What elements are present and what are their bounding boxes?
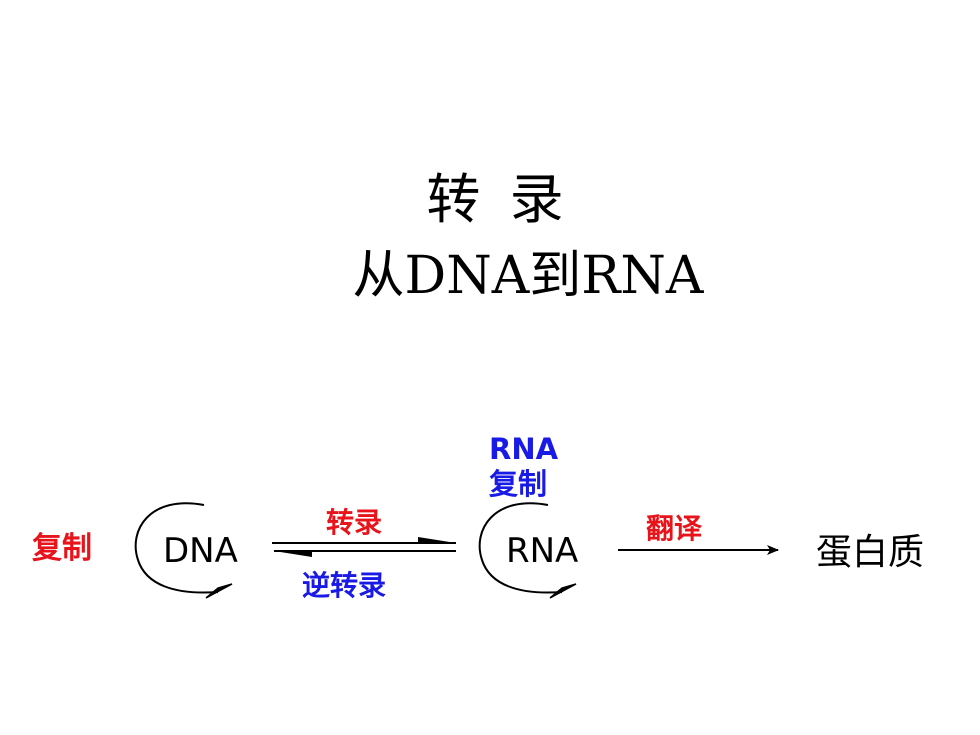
transcription-arrowhead (418, 537, 456, 543)
reverse-transcription-arrowhead (274, 551, 312, 557)
transcription-label: 转录 (326, 506, 382, 539)
dna-replication-arrowhead (205, 583, 233, 599)
dna-node-label: DNA (163, 531, 238, 571)
dna-replication-loop (134, 502, 219, 594)
rna-node-label: RNA (506, 531, 578, 571)
rna-replication-loop (478, 502, 563, 594)
title-line-2: 从DNA到RNA (352, 246, 704, 306)
rna-replication-arrowhead (549, 583, 577, 599)
protein-node-label: 蛋白质 (816, 532, 924, 573)
dna-replication-label: 复制 (32, 531, 92, 566)
translation-label: 翻译 (646, 512, 703, 545)
rna-replication-label-line-1: RNA (489, 432, 559, 466)
rna-replication-label-line-2: 复制 (489, 467, 547, 501)
reverse-transcription-label: 逆转录 (302, 569, 386, 602)
title-line-1: 转 录 (426, 168, 570, 231)
